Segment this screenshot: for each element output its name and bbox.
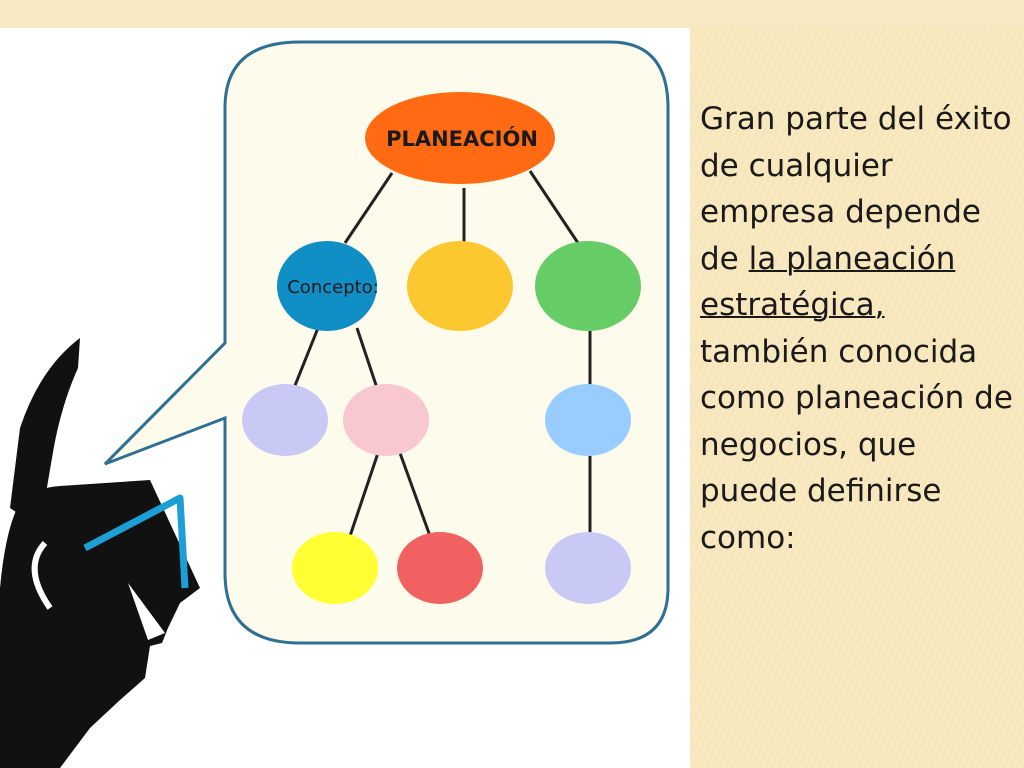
node-pink (343, 384, 429, 456)
node-red (397, 532, 483, 604)
node-orange (407, 241, 513, 331)
node-concept (277, 241, 377, 331)
person-silhouette-icon (0, 338, 200, 768)
concept-map-illustration: PLANEACIÓN Concepto: (0, 40, 670, 768)
node-lavender-2 (545, 532, 631, 604)
node-root-label: PLANEACIÓN (386, 126, 538, 151)
top-band (0, 0, 1024, 28)
description-paragraph: Gran parte del éxito de cualquier empres… (700, 96, 1018, 561)
node-light-blue (545, 384, 631, 456)
description-part-2: también conocida como planeación de nego… (700, 333, 1013, 556)
node-green (535, 241, 641, 331)
node-lavender (242, 384, 328, 456)
connector-lines (292, 170, 592, 537)
description-part-1: Gran parte del éxito de cualquier empres… (700, 101, 1012, 277)
illustration-panel: PLANEACIÓN Concepto: (0, 28, 690, 768)
underlined-term: la planeación estratégica, (700, 240, 956, 324)
node-concept-label: Concepto: (287, 277, 379, 298)
speech-bubble (103, 40, 670, 645)
node-yellow (292, 532, 378, 604)
node-root (365, 92, 555, 184)
